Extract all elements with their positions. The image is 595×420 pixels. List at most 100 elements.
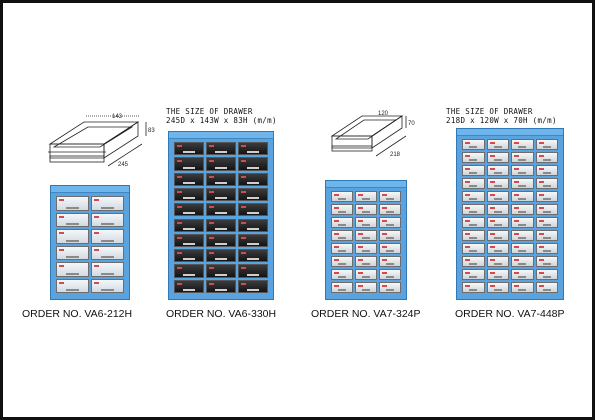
drawer-label-tab [538, 272, 544, 274]
drawer [91, 262, 124, 277]
drawer [535, 139, 558, 150]
drawer [174, 172, 204, 186]
drawer [206, 203, 236, 217]
drawer-handle [493, 159, 502, 161]
drawer [462, 282, 485, 293]
drawer-label-tab [538, 142, 544, 144]
drawer-label-tab [177, 236, 182, 239]
drawer-label-tab [358, 272, 363, 274]
drawer-handle [542, 224, 551, 226]
drawer-handle [493, 172, 502, 174]
drawer-label-tab [514, 220, 519, 222]
drawer [535, 191, 558, 202]
drawer [238, 157, 268, 171]
drawer-handle [518, 146, 527, 148]
drawer-handle [247, 197, 259, 200]
drawer-handle [518, 211, 527, 213]
drawer [238, 279, 268, 293]
drawer-label-tab [209, 252, 214, 255]
drawer-handle [518, 172, 527, 174]
drawer-label-tab [538, 207, 544, 209]
drawer-label-tab [538, 259, 544, 261]
drawer-label-tab [465, 285, 470, 287]
drawer-label-tab [334, 220, 339, 222]
drawer-label-tab [209, 145, 214, 147]
drawer-label-tab [241, 145, 246, 147]
drawer [486, 139, 509, 150]
drawer-label-tab [514, 233, 519, 235]
drawer-label-tab [489, 155, 495, 157]
drawer [206, 187, 236, 202]
drawer-label-tab [209, 282, 214, 285]
drawer [511, 152, 534, 163]
drawer-handle [518, 185, 527, 187]
drawer [486, 191, 509, 202]
drawer [56, 262, 89, 277]
drawer-label-tab [489, 207, 495, 209]
drawer-handle [183, 151, 195, 154]
drawer-handle [247, 181, 259, 184]
drawer [238, 218, 268, 232]
drawer-label-tab [358, 207, 363, 209]
drawer [462, 152, 485, 163]
drawer [535, 256, 558, 267]
drawer-label-tab [382, 207, 387, 209]
sketch-width-label: 120 [378, 111, 389, 117]
sketch-depth-label: 218 [390, 152, 401, 158]
drawer [462, 191, 485, 202]
drawer [206, 233, 236, 248]
drawer-handle [338, 250, 346, 252]
drawer-handle [247, 166, 259, 169]
drawer [535, 269, 558, 280]
drawer-sketch-icon: 120 70 218 [330, 111, 415, 158]
drawer-handle [183, 227, 195, 230]
drawer [331, 217, 353, 228]
drawer-handle [215, 151, 227, 154]
drawer-handle [66, 223, 79, 225]
drawer-handle [338, 224, 346, 226]
drawer-handle [469, 289, 478, 291]
drawer-handle [493, 289, 502, 291]
drawer-handle [386, 224, 394, 226]
drawer [206, 279, 236, 293]
drawer-handle [66, 272, 79, 275]
size-note-dims: 245D x 143W x 83H (m/m) [166, 116, 277, 125]
drawer-handle [469, 276, 478, 278]
drawer-handle [518, 276, 527, 278]
drawer-label-tab [241, 160, 246, 163]
drawer-label-tab [465, 207, 470, 209]
drawer [355, 282, 377, 293]
drawer [462, 243, 485, 254]
drawer-label-tab [241, 190, 246, 193]
drawer [206, 172, 236, 186]
drawer-handle [247, 227, 259, 230]
drawer-handle [362, 224, 370, 226]
cabinet-va6-330h [168, 131, 274, 300]
drawer [462, 256, 485, 267]
drawer-label-tab [334, 246, 339, 248]
drawer-handle [542, 172, 551, 174]
drawer [206, 249, 236, 263]
drawer [511, 165, 534, 176]
drawer [174, 142, 204, 156]
size-note-title: THE SIZE OF DRAWER [446, 107, 533, 116]
drawer-handle [386, 289, 394, 291]
drawer-label-tab [514, 272, 519, 274]
drawer-label-tab [241, 175, 246, 178]
drawer-label-tab [94, 281, 99, 284]
drawer [379, 243, 401, 254]
drawer-handle [183, 197, 195, 200]
drawer-handle [101, 272, 114, 275]
drawer-label-tab [538, 220, 544, 222]
drawer-grid [174, 142, 268, 293]
drawer [486, 165, 509, 176]
drawer-handle [542, 263, 551, 265]
drawer-label-tab [209, 221, 214, 224]
drawer-label-tab [382, 233, 387, 235]
drawer [511, 217, 534, 228]
drawer-label-tab [382, 246, 387, 248]
drawer-label-tab [209, 206, 214, 209]
drawer-handle [215, 243, 227, 246]
drawer-label-tab [538, 246, 544, 248]
